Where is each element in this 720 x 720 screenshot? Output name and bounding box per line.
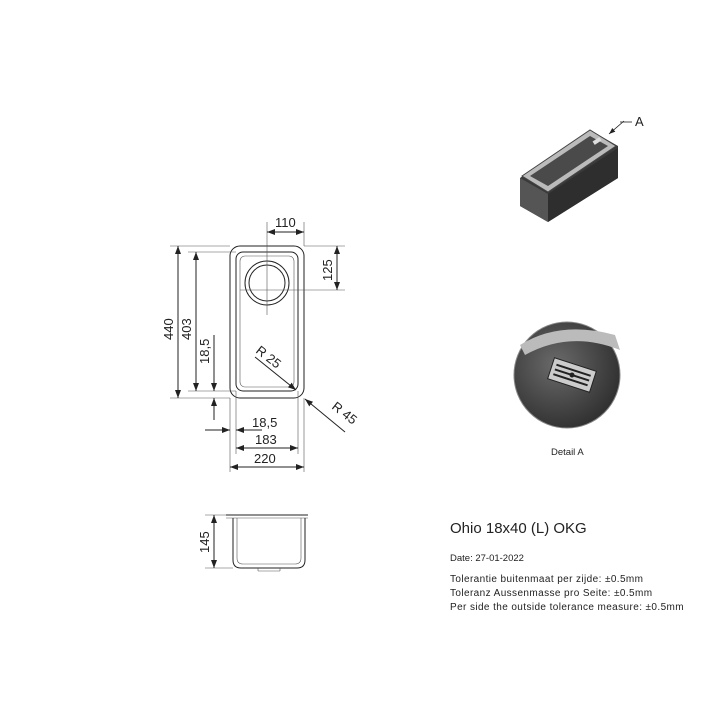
overflow-slot-icon (547, 357, 597, 393)
dim-18-5-vertical: 18,5 (197, 339, 212, 364)
tolerance-en: Per side the outside tolerance measure: … (450, 602, 684, 613)
dim-18-5-horizontal: 18,5 (252, 415, 277, 430)
dim-r25: R 25 (253, 343, 284, 372)
sink-top-view (229, 222, 345, 399)
tolerance-nl: Tolerantie buitenmaat per zijde: ±0.5mm (450, 574, 644, 585)
tolerance-de: Toleranz Aussenmasse pro Seite: ±0.5mm (450, 588, 653, 599)
dim-403: 403 (179, 318, 194, 340)
sink-side-view (205, 514, 308, 572)
dim-145: 145 (197, 531, 212, 553)
dimension-lines (175, 229, 346, 470)
drawing-date: Date: 27-01-2022 (450, 553, 524, 564)
detail-a-view (513, 321, 621, 429)
dim-220: 220 (254, 451, 276, 466)
dim-125: 125 (320, 259, 335, 281)
dim-110: 110 (275, 215, 296, 230)
dim-440: 440 (161, 318, 176, 340)
product-title: Ohio 18x40 (L) OKG (450, 520, 587, 537)
detail-marker: A (635, 114, 644, 129)
detail-a-label: Detail A (551, 447, 584, 458)
sink-3d-view (520, 120, 632, 222)
dim-183: 183 (255, 432, 277, 447)
